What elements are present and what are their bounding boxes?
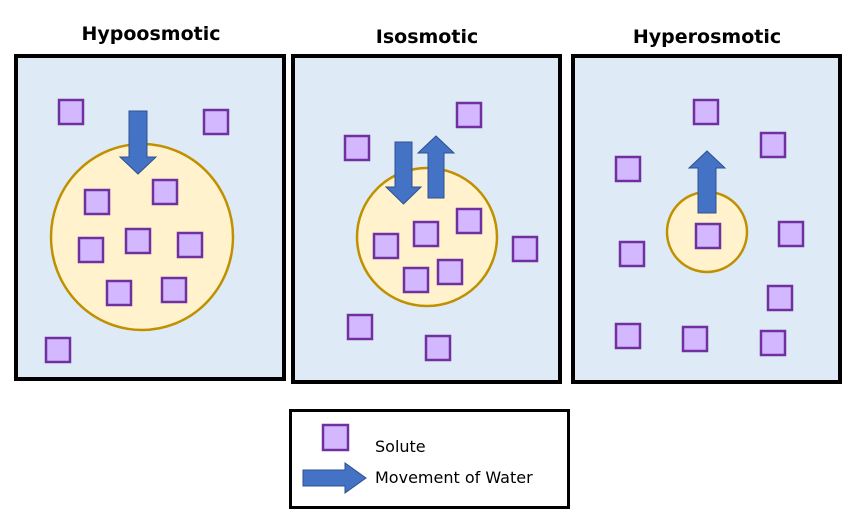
solute-inside [105,279,133,307]
solute-outside [759,329,787,357]
panel-isosmotic [291,54,562,384]
water-in-arrow-icon [384,141,423,205]
solute-outside [614,322,642,350]
legend-solute-icon [321,423,350,452]
legend-water-label: Movement of Water [375,468,533,487]
solute-outside [455,101,483,129]
solute-outside [618,240,646,268]
water-out-arrow-icon [416,135,456,199]
solute-inside [455,207,483,235]
panel-title-hypoosmotic: Hypoosmotic [81,23,220,45]
solute-outside [777,220,805,248]
solute-inside [151,178,179,206]
solute-inside [436,258,464,286]
solute-inside [160,276,188,304]
solute-outside [759,131,787,159]
solute-inside [694,222,722,250]
solute-inside [402,266,430,294]
water-in-arrow-icon [118,110,158,175]
solute-inside [412,220,440,248]
solute-outside [511,235,539,263]
solute-inside [77,236,105,264]
panel-title-isosmotic: Isosmotic [376,26,478,48]
solute-inside [124,227,152,255]
panel-hyperosmotic [571,54,842,384]
panel-title-hyperosmotic: Hyperosmotic [633,26,781,48]
solute-outside [766,284,794,312]
solute-outside [424,334,452,362]
solute-inside [83,188,111,216]
legend-solute-label: Solute [375,437,426,456]
solute-outside [692,98,720,126]
solute-inside [372,232,400,260]
solute-outside [202,108,230,136]
solute-outside [614,155,642,183]
water-out-arrow-icon [687,150,727,214]
solute-inside [176,231,204,259]
legend: Solute Movement of Water [289,409,570,509]
solute-outside [681,325,709,353]
solute-outside [44,336,72,364]
solute-outside [346,313,374,341]
panel-hypoosmotic [14,54,286,381]
legend-water-arrow-icon [302,462,367,494]
solute-outside [343,134,371,162]
solute-outside [57,98,85,126]
